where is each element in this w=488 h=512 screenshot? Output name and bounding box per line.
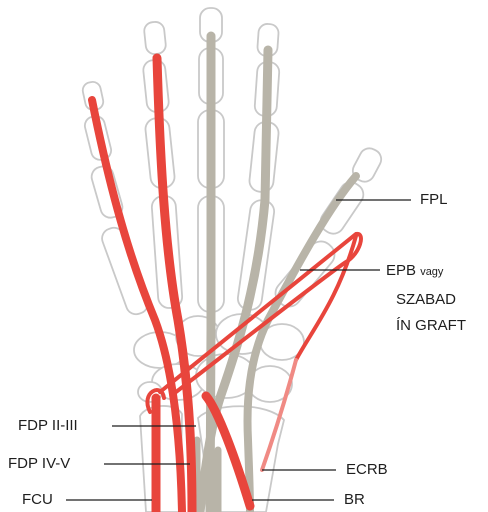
fdp-4-5-label: FDP IV-V — [8, 455, 70, 472]
br-label: BR — [344, 491, 365, 508]
hand-skeleton — [81, 8, 384, 512]
fdp-2-3-label: FDP II-III — [18, 417, 78, 434]
epb-label-vagy: vagy — [420, 266, 443, 278]
ecrb-label: ECRB — [346, 461, 388, 478]
fcu-label: FCU — [22, 491, 53, 508]
in-graft-label: ÍN GRAFT — [396, 317, 466, 334]
fpl-label: FPL — [420, 191, 448, 208]
szabad-label: SZABAD — [396, 291, 456, 308]
epb-label: EPB vagy — [386, 262, 443, 281]
epb-label-main: EPB — [386, 262, 416, 279]
